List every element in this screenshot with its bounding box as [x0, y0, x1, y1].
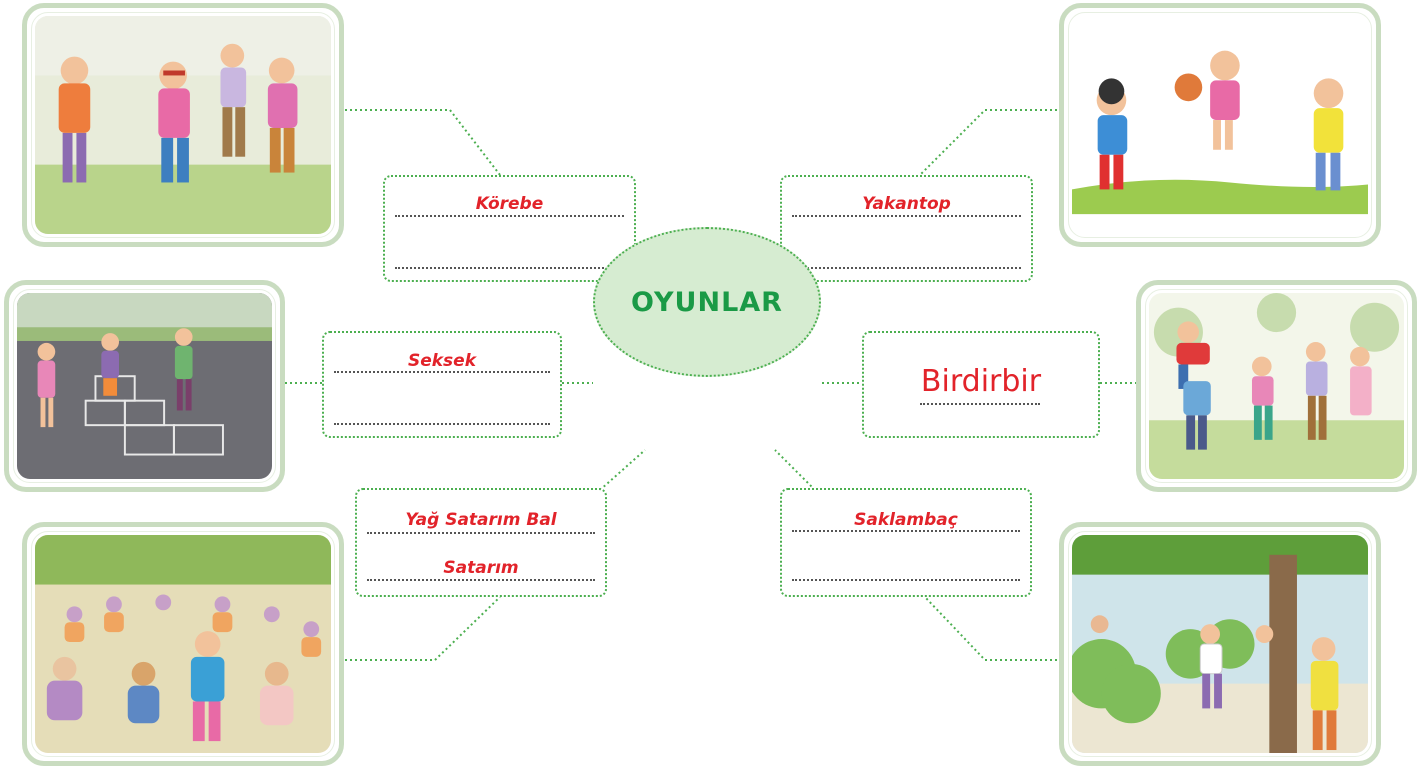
dotted-line	[367, 579, 595, 581]
dotted-line	[334, 423, 550, 425]
children-playing-dodgeball-icon	[1072, 16, 1368, 234]
answer-box-mid-right: Birdirbir	[862, 331, 1100, 438]
center-node: OYUNLAR	[593, 227, 821, 377]
photo-dodgeball	[1059, 3, 1381, 247]
answer-box-top-right: Yakantop	[780, 175, 1033, 282]
dotted-line	[792, 267, 1021, 269]
answer-box-bottom-right: Saklambaç	[780, 488, 1032, 597]
children-playing-hopscotch-icon	[17, 293, 272, 479]
answer-box-mid-left: Seksek	[322, 331, 562, 438]
answer-box-bottom-left: Yağ Satarım Bal Satarım	[355, 488, 607, 597]
answer-seksek: Seksek	[407, 351, 477, 371]
photo-hide-and-seek	[1059, 522, 1381, 766]
answer-birdirbir: Birdirbir	[920, 364, 1042, 399]
children-playing-blindmans-buff-icon	[35, 16, 331, 234]
answer-yag-satarim-bal: Yağ Satarım Bal	[405, 510, 557, 530]
dotted-line	[920, 403, 1040, 405]
center-title: OYUNLAR	[631, 286, 783, 318]
answer-korebe: Körebe	[475, 194, 544, 214]
answer-box-top-left: Körebe	[383, 175, 636, 282]
dotted-line	[367, 532, 595, 534]
dotted-line	[334, 371, 550, 373]
answer-satarim: Satarım	[443, 558, 519, 578]
photo-circle-game	[22, 522, 344, 766]
dotted-line	[395, 267, 624, 269]
answer-saklambac: Saklambaç	[854, 510, 958, 530]
children-sitting-in-circle-game-icon	[35, 535, 331, 753]
photo-blindmans-buff	[22, 3, 344, 247]
children-playing-leapfrog-icon	[1149, 293, 1404, 479]
photo-leapfrog	[1136, 280, 1417, 492]
dotted-line	[792, 530, 1020, 532]
dotted-line	[792, 215, 1021, 217]
answer-yakantop: Yakantop	[862, 194, 951, 214]
dotted-line	[792, 579, 1020, 581]
children-playing-hide-and-seek-icon	[1072, 535, 1368, 753]
dotted-line	[395, 215, 624, 217]
photo-hopscotch	[4, 280, 285, 492]
